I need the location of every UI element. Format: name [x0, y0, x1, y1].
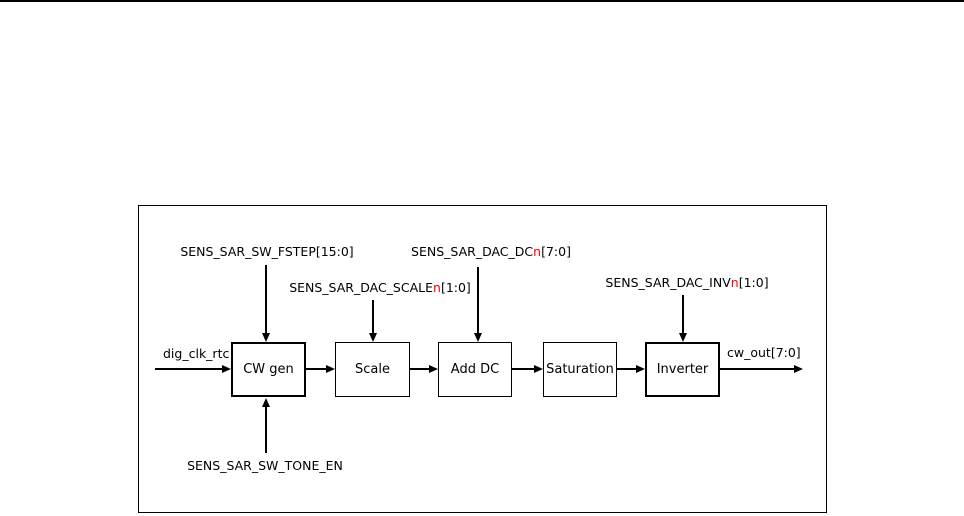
signal-label-fstep: SENS_SAR_SW_FSTEP[15:0]: [180, 244, 354, 259]
arrow-cwgen-to-scale-head-icon: [326, 365, 335, 374]
signal-label-output: cw_out[7:0]: [727, 345, 801, 360]
block-cw-gen-label: CW gen: [243, 362, 294, 377]
arrow-input-line: [155, 368, 223, 370]
signal-label-invn-post: [1:0]: [738, 275, 769, 290]
signal-label-invn-accent: n: [730, 275, 739, 290]
block-scale-label: Scale: [355, 362, 390, 377]
block-add-dc-label: Add DC: [450, 362, 500, 377]
signal-label-tone-en: SENS_SAR_SW_TONE_EN: [187, 458, 343, 473]
signal-label-dcn-accent: n: [533, 244, 542, 259]
arrow-input-head-icon: [222, 365, 231, 374]
arrow-fstep-line: [265, 265, 267, 334]
arrow-dcn-line: [477, 267, 479, 334]
page-top-rule: [0, 0, 964, 2]
arrow-tone-en-head-icon: [262, 398, 270, 407]
arrow-output-line: [720, 368, 795, 370]
arrow-fstep-head-icon: [262, 333, 270, 342]
block-add-dc: Add DC: [438, 342, 512, 397]
arrow-dcn-head-icon: [474, 333, 482, 342]
arrow-output-head-icon: [794, 365, 803, 374]
arrow-scalen-head-icon: [369, 333, 377, 342]
signal-label-scalen-post: [1:0]: [440, 280, 471, 295]
signal-label-scalen-pre: SENS_SAR_DAC_SCALE: [289, 280, 433, 295]
arrow-scale-to-adddc-line: [410, 368, 430, 370]
block-saturation-label: Saturation: [546, 362, 614, 377]
signal-label-scalen: SENS_SAR_DAC_SCALEn[1:0]: [289, 280, 471, 295]
block-inverter: Inverter: [645, 342, 720, 397]
signal-label-input: dig_clk_rtc: [163, 346, 230, 361]
arrow-adddc-to-saturation-head-icon: [534, 365, 543, 374]
arrow-invn-line: [682, 295, 684, 334]
signal-label-invn: SENS_SAR_DAC_INVn[1:0]: [605, 275, 768, 290]
arrow-saturation-to-inverter-line: [617, 368, 637, 370]
signal-label-dcn-pre: SENS_SAR_DAC_DC: [411, 244, 534, 259]
arrow-tone-en-line: [265, 406, 267, 453]
block-inverter-label: Inverter: [656, 362, 709, 377]
arrow-scalen-line: [372, 300, 374, 334]
arrow-saturation-to-inverter-head-icon: [636, 365, 645, 374]
signal-label-dcn-post: [7:0]: [541, 244, 571, 259]
signal-label-invn-pre: SENS_SAR_DAC_INV: [605, 275, 731, 290]
block-cw-gen: CW gen: [231, 342, 306, 397]
block-saturation: Saturation: [543, 342, 617, 397]
signal-label-dcn: SENS_SAR_DAC_DCn[7:0]: [411, 244, 571, 259]
block-scale: Scale: [335, 342, 410, 397]
arrow-invn-head-icon: [679, 333, 687, 342]
arrow-adddc-to-saturation-line: [512, 368, 535, 370]
arrow-scale-to-adddc-head-icon: [429, 365, 438, 374]
signal-label-scalen-accent: n: [433, 280, 441, 295]
arrow-cwgen-to-scale-line: [306, 368, 327, 370]
